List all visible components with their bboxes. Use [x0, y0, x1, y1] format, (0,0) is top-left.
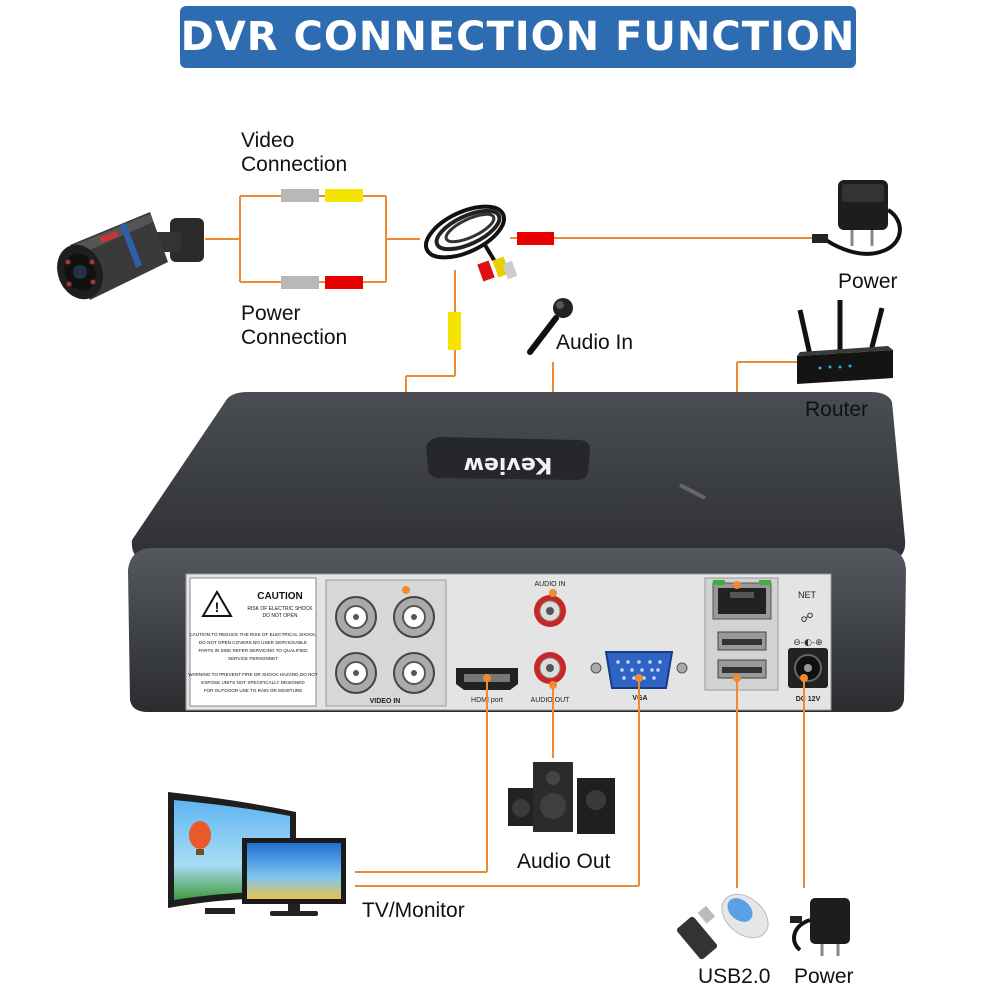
- router-label: Router: [805, 398, 869, 421]
- usb-label: USB2.0: [698, 965, 771, 988]
- power-connection-line-2: Connection: [241, 326, 348, 349]
- speaker-set-icon: [508, 762, 615, 834]
- usb-ports: [717, 631, 767, 679]
- mouse-icon: [721, 893, 769, 939]
- net-port-label: NET: [798, 590, 817, 600]
- security-camera-icon: [57, 212, 204, 300]
- dc-polarity-icon: ⊖-◐-⊕: [793, 638, 822, 648]
- power-adapter-bottom-icon: [790, 898, 850, 956]
- video-connection-line-2: Connection: [241, 153, 348, 176]
- power-adapter-icon: [812, 180, 902, 256]
- caution-label: CAUTION RISK OF ELECTRIC SHOCK DO NOT OP…: [188, 591, 318, 693]
- port-dots: [402, 581, 808, 689]
- tv-monitor-label: TV/Monitor: [362, 899, 465, 922]
- audio-out-port-label: AUDIO OUT: [531, 697, 571, 704]
- dc-port-label: DC 12V: [796, 696, 821, 703]
- usb-drive-icon: [676, 905, 718, 960]
- audio-out-label: Audio Out: [517, 850, 611, 873]
- caution-sub-1: RISK OF ELECTRIC SHOCK: [247, 606, 313, 612]
- audio-in-port-label: AUDIO IN: [534, 581, 565, 588]
- title-banner: DVR CONNECTION FUNCTION: [180, 6, 856, 68]
- dc-power-port: [788, 648, 828, 688]
- caution-line-5: WARNING:TO PREVENT FIRE OR SHOCK HAZARD,…: [188, 672, 318, 677]
- power-connection-label: Power Connection: [241, 302, 347, 350]
- vga-port: [590, 651, 688, 689]
- cable-bundle-icon: [424, 204, 518, 282]
- power-connection-line-1: Power: [241, 302, 301, 325]
- ethernet-port: [712, 580, 772, 620]
- caution-line-3: PARTS IN SIDE.REFER SERVICING TO QUALIFI…: [198, 648, 308, 653]
- brand-logo: Keview: [464, 452, 553, 477]
- video-connection-line-1: Video: [241, 129, 295, 152]
- power-bottom-label: Power: [794, 965, 854, 988]
- audio-in-port: [534, 595, 566, 627]
- caution-line-4: SERVICE PERSONNET: [228, 656, 278, 661]
- audio-out-port: [534, 652, 566, 684]
- caution-sub-2: DO NOT OPEN: [263, 613, 298, 619]
- caution-line-2: DO NOT OPEN COVERS.NO USER SERVICEABLE: [199, 640, 307, 645]
- caution-line-7: FOR OUTDOOR USE TO RAIN OR MOISTURE: [204, 688, 303, 693]
- caution-title: CAUTION: [257, 591, 303, 602]
- power-top-label: Power: [838, 270, 898, 293]
- bnc-ports: [335, 596, 435, 694]
- audio-in-label: Audio In: [556, 331, 634, 354]
- output-wiring: [355, 678, 805, 888]
- microphone-icon: [527, 298, 573, 355]
- net-glyph-icon: ☍: [800, 611, 813, 626]
- video-connection-label: Video Connection: [241, 129, 347, 177]
- caution-line-1: CAUTION:TO REDUCE THE RISK OF ELECTRICAL…: [189, 632, 316, 637]
- dvr-unit: !: [128, 392, 906, 712]
- video-in-port-label: VIDEO IN: [370, 698, 401, 705]
- caution-line-6: EXPOSE UNITS NOT SPECIFICALLY DESIGNED: [201, 680, 305, 685]
- router-icon: [797, 300, 893, 384]
- monitor-pair-icon: [168, 792, 346, 916]
- plug-markers: [281, 189, 554, 350]
- svg-text:!: !: [215, 599, 220, 615]
